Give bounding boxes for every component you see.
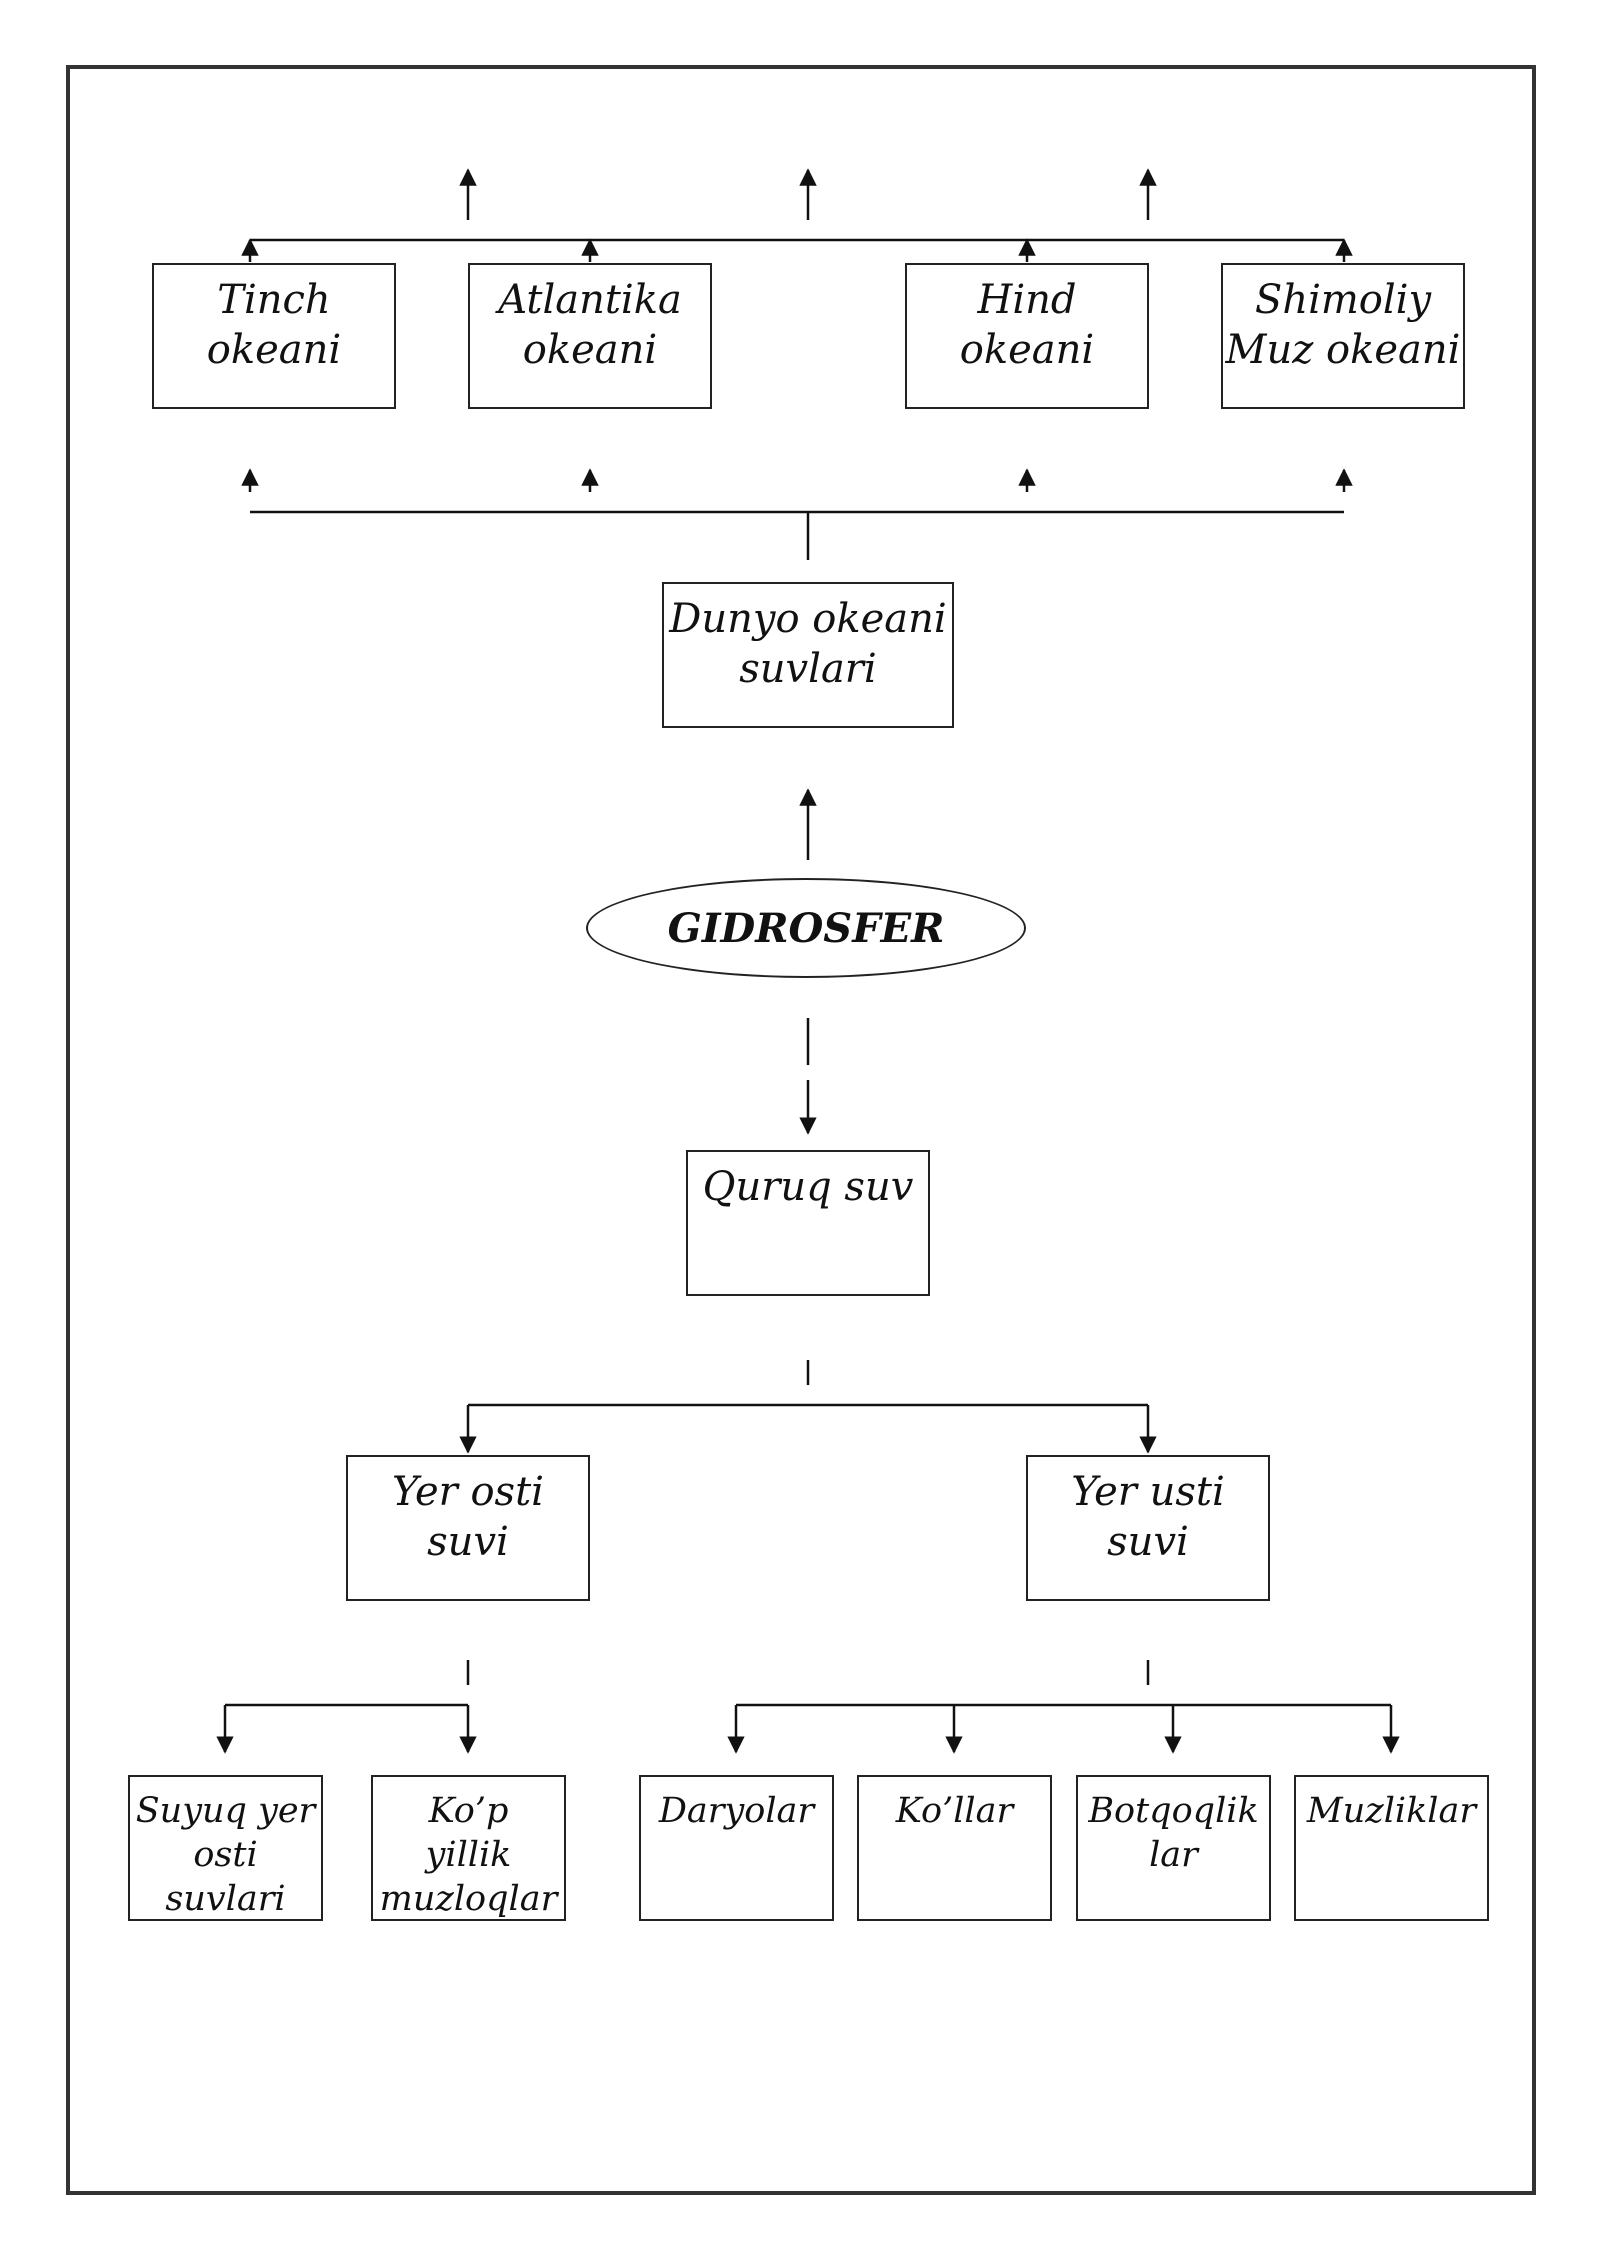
page-border	[66, 65, 1536, 2195]
world-ocean-box: Dunyo okeani suvlari	[662, 582, 954, 728]
lakes-box: Ko’llar	[857, 1775, 1052, 1921]
ocean-box-shimoliy-muz: Shimoliy Muz okeani	[1221, 263, 1465, 409]
land-water-box: Quruq suv	[686, 1150, 930, 1296]
box-label-line: Yer usti	[1071, 1469, 1225, 1515]
root-ellipse: GIDROSFER	[586, 878, 1026, 978]
box-label-line: okeani	[206, 327, 342, 373]
box-label-line: Yer osti	[392, 1469, 544, 1515]
box-label-line: suvlari	[165, 1879, 286, 1919]
box-label-line: okeani	[522, 327, 658, 373]
box-label-line: Ko’llar	[895, 1791, 1014, 1831]
underground-water-box: Yer osti suvi	[346, 1455, 590, 1601]
box-label-line: Ko’p	[428, 1791, 509, 1831]
box-label-line: lar	[1149, 1835, 1198, 1875]
box-label-line: Quruq suv	[702, 1164, 914, 1210]
box-label-line: okeani	[959, 327, 1095, 373]
box-label-line: Shimoliy	[1254, 277, 1432, 323]
box-label-line: Hind	[977, 277, 1077, 323]
ocean-box-atlantika: Atlantika okeani	[468, 263, 712, 409]
box-label-line: muzloqlar	[379, 1879, 558, 1919]
box-label-line: Muz okeani	[1225, 327, 1461, 373]
glaciers-box: Muzliklar	[1294, 1775, 1489, 1921]
surface-water-box: Yer usti suvi	[1026, 1455, 1270, 1601]
box-label-line: Dunyo okeani	[669, 596, 947, 642]
box-label-line: suvi	[1107, 1519, 1189, 1565]
root-label: GIDROSFER	[667, 904, 945, 952]
rivers-box: Daryolar	[639, 1775, 834, 1921]
ocean-box-hind: Hind okeani	[905, 263, 1149, 409]
box-label-line: Atlantika	[498, 277, 682, 323]
box-label-line: Muzliklar	[1306, 1791, 1477, 1831]
liquid-groundwater-box: Suyuq yer osti suvlari	[128, 1775, 323, 1921]
ocean-box-tinch: Tinch okeani	[152, 263, 396, 409]
box-label-line: suvi	[427, 1519, 509, 1565]
box-label-line: suvlari	[739, 646, 877, 692]
box-label-line: Botqoqlik	[1088, 1791, 1259, 1831]
box-label-line: Daryolar	[658, 1791, 815, 1831]
box-label-line: yillik	[425, 1835, 512, 1875]
swamps-box: Botqoqlik lar	[1076, 1775, 1271, 1921]
box-label-line: Tinch	[217, 277, 331, 323]
permafrost-box: Ko’p yillik muzloqlar	[371, 1775, 566, 1921]
box-label-line: osti	[193, 1835, 258, 1875]
box-label-line: Suyuq yer	[135, 1791, 316, 1831]
